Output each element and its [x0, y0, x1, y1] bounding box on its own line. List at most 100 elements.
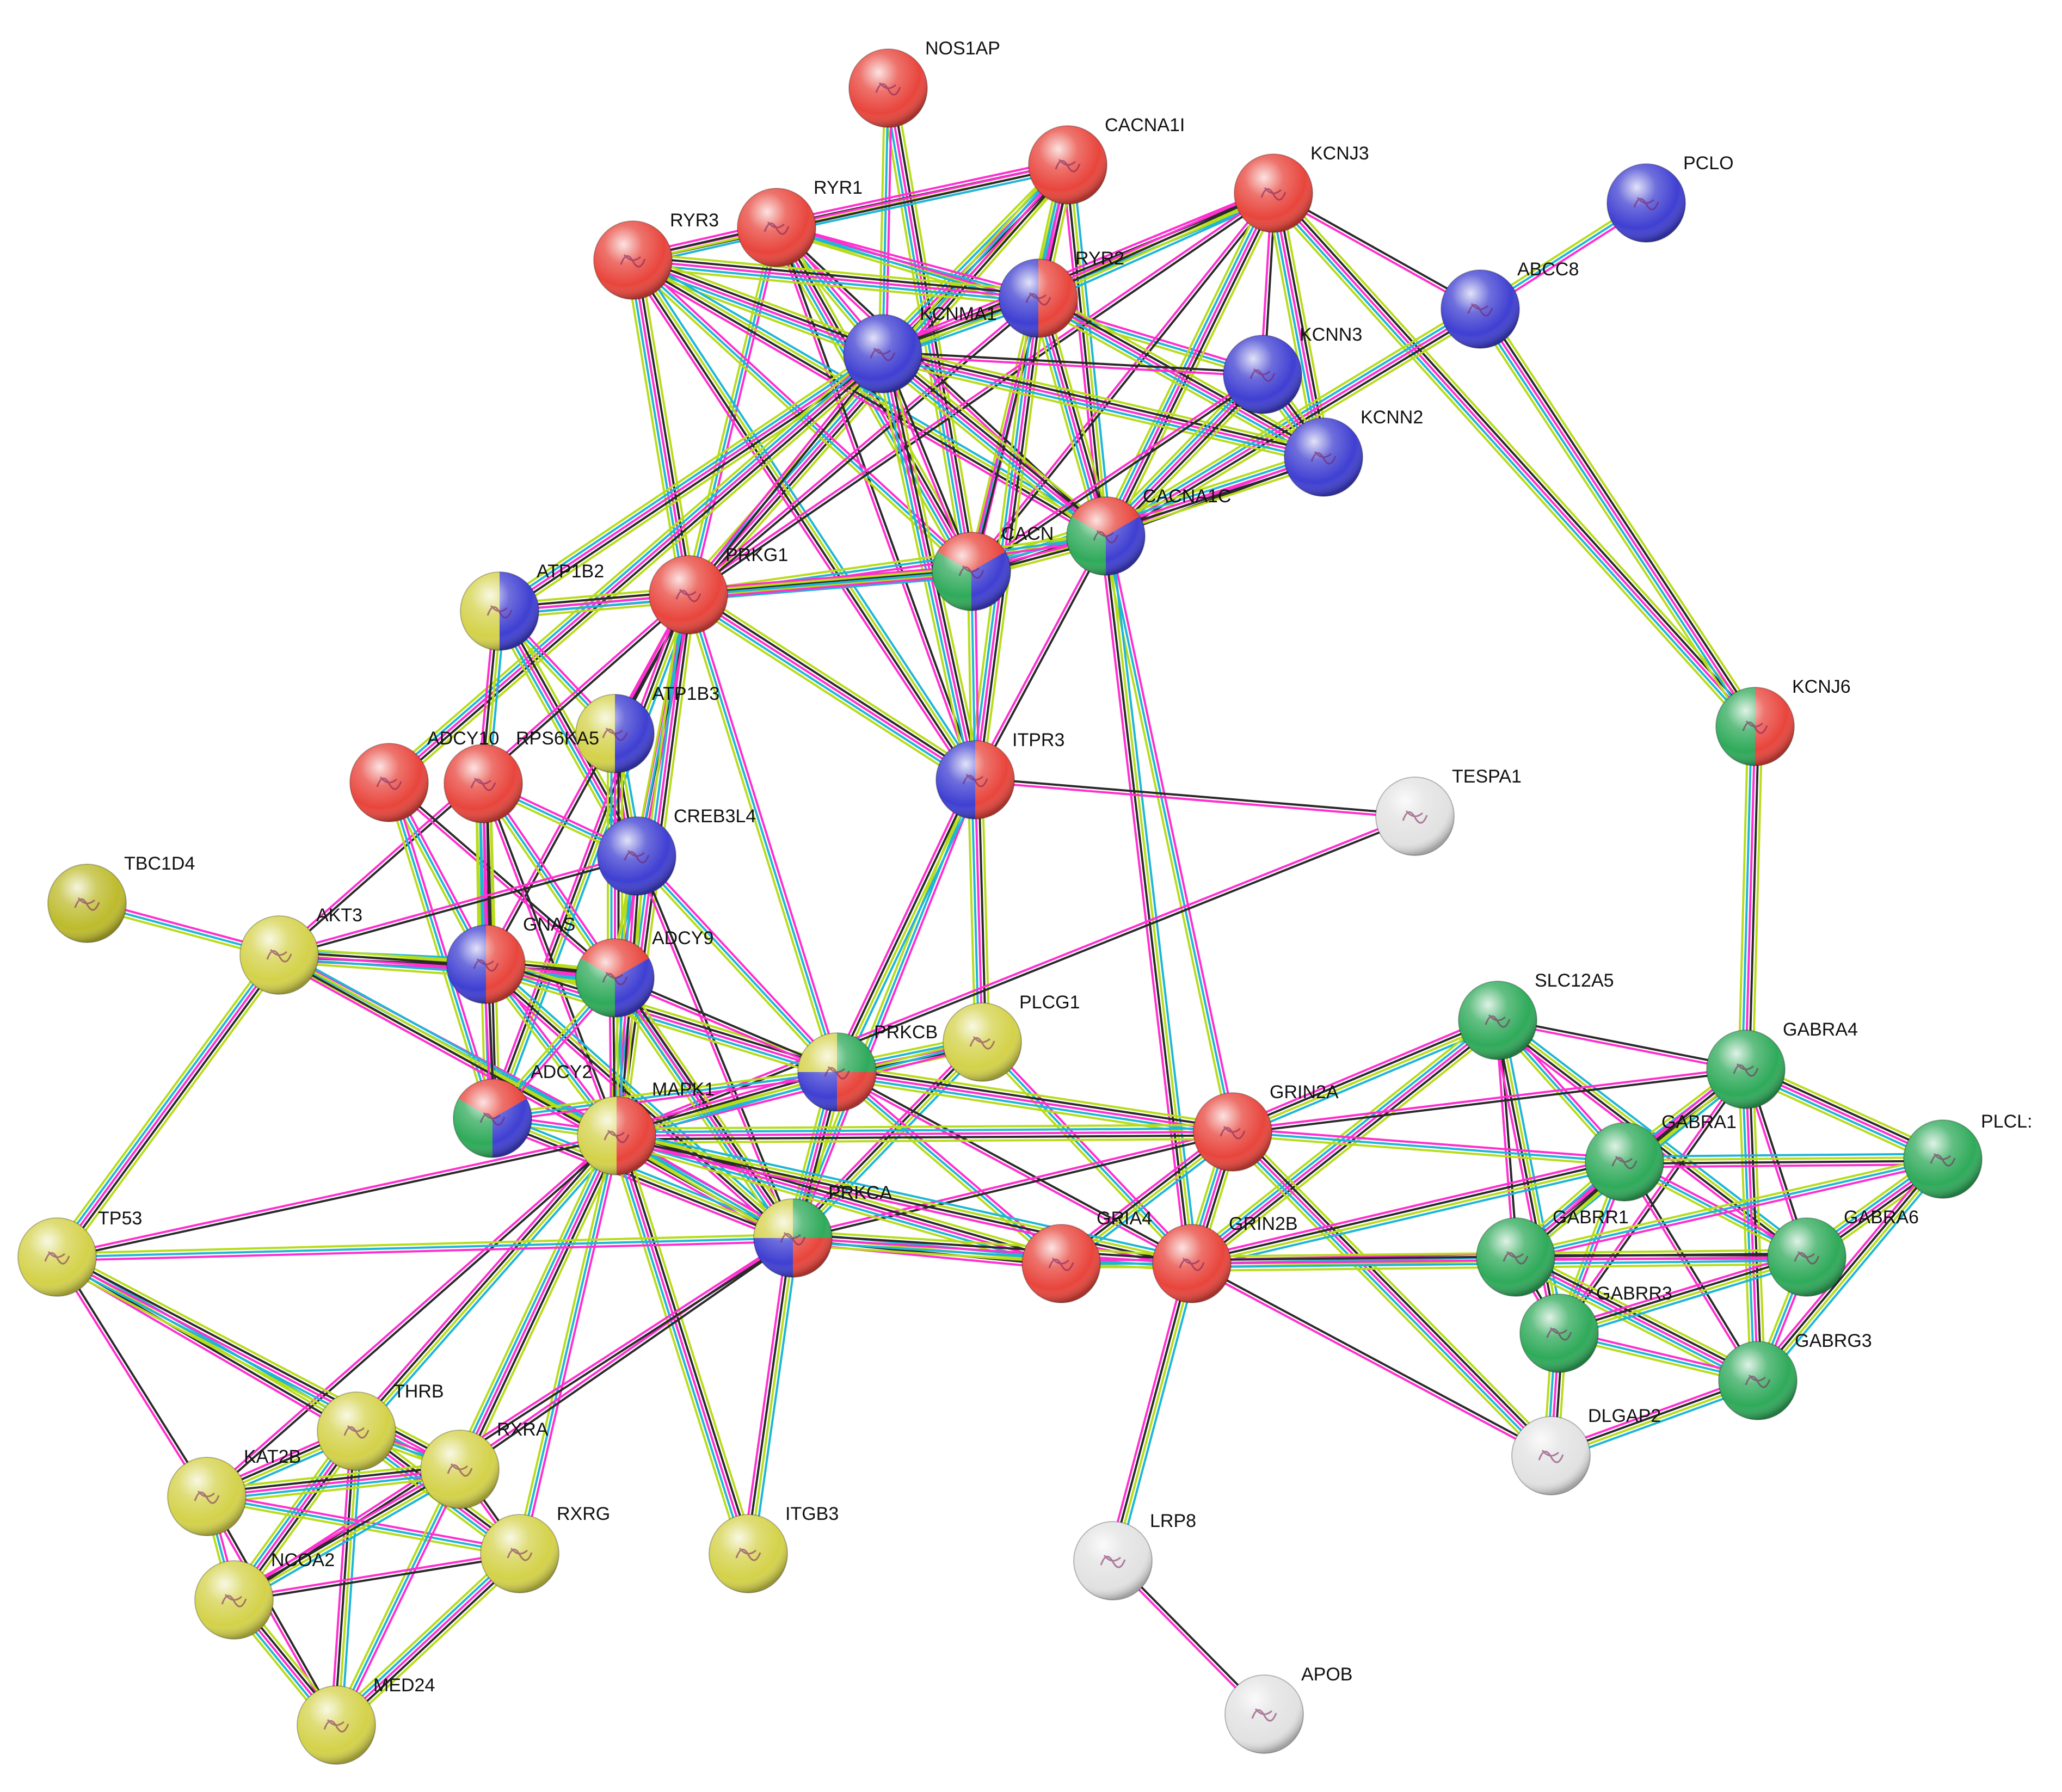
node-gria4[interactable]: GRIA4	[1021, 1208, 1152, 1303]
edge-strand	[1557, 1251, 1806, 1329]
node-rps6ka5[interactable]: RPS6KA5	[444, 728, 599, 823]
node-kcnn3[interactable]: KCNN3	[1223, 324, 1362, 414]
node-label: GRIN2A	[1270, 1082, 1339, 1103]
node-cacn[interactable]: CACN	[932, 524, 1054, 611]
edge-strand	[462, 1136, 621, 1471]
node-adcy9[interactable]: ADCY9	[575, 928, 713, 1018]
node-rxra[interactable]: RXRA	[420, 1419, 549, 1509]
protein-structure-icon	[824, 1066, 850, 1080]
edge-strand	[691, 588, 980, 775]
node-slc12a5[interactable]: SLC12A5	[1458, 970, 1614, 1060]
node-prkg1[interactable]: PRKG1	[649, 545, 788, 635]
edge-strand	[206, 1464, 460, 1494]
edge-strand	[688, 565, 971, 591]
node-tbc1d4[interactable]: TBC1D4	[47, 853, 195, 943]
node-med24[interactable]: MED24	[297, 1675, 435, 1765]
edge-strand	[1105, 535, 1234, 1132]
edge-AKT3-TP53	[50, 950, 286, 1262]
node-grin2b[interactable]: GRIN2B	[1152, 1214, 1298, 1303]
node-plcg1[interactable]: PLCG1	[943, 992, 1080, 1082]
node-gabra1[interactable]: GABRA1	[1585, 1112, 1737, 1202]
edge-strand	[1497, 1021, 1746, 1073]
edge-strand	[53, 1262, 457, 1477]
protein-structure-icon	[1055, 159, 1081, 173]
edge-strand	[633, 258, 978, 780]
protein-structure-icon	[376, 777, 402, 790]
node-gabrr3[interactable]: GABRR3	[1519, 1283, 1672, 1373]
node-dlgap2[interactable]: DLGAP2	[1511, 1406, 1661, 1495]
node-kcnj3[interactable]: KCNJ3	[1234, 143, 1369, 233]
edge-strand	[617, 1134, 1233, 1141]
node-prkcb[interactable]: PRKCB	[797, 1022, 938, 1112]
node-itgb3[interactable]: ITGB3	[709, 1504, 839, 1593]
edge-strand	[335, 1553, 521, 1726]
edge-strand	[633, 252, 1039, 293]
node-kcnj6[interactable]: KCNJ6	[1715, 676, 1851, 766]
node-thrb[interactable]: THRB	[317, 1381, 444, 1471]
edge-strand	[504, 607, 644, 853]
node-prkca[interactable]: PRKCA	[753, 1183, 892, 1278]
edge-strand	[1230, 1014, 1496, 1128]
edge-strand	[630, 260, 975, 781]
node-abcc8[interactable]: ABCC8	[1441, 259, 1579, 349]
node-ryr3[interactable]: RYR3	[593, 210, 719, 300]
node-kcnma1[interactable]: KCNMA1	[843, 304, 997, 393]
protein-structure-icon	[1467, 303, 1493, 317]
edge-strand	[56, 954, 280, 1258]
edge-PRKCB-GRIN2B	[835, 1069, 1193, 1266]
edge-strand	[1745, 726, 1756, 1070]
edge-PRKCA-RXRA	[458, 1235, 795, 1472]
node-atp1b3[interactable]: ATP1B3	[575, 683, 719, 773]
node-itpr3[interactable]: ITPR3	[935, 730, 1064, 820]
edge-strand	[880, 187, 1272, 350]
edge-PRKCA-ITGB3	[742, 1237, 799, 1555]
node-grin2a[interactable]: GRIN2A	[1193, 1082, 1339, 1172]
node-ncoa2[interactable]: NCOA2	[194, 1550, 335, 1640]
node-ryr1[interactable]: RYR1	[737, 177, 863, 267]
protein-structure-icon	[602, 972, 628, 986]
node-gnas[interactable]: GNAS	[446, 914, 575, 1004]
edge-PLCL1-GABRG3	[1752, 1155, 1948, 1385]
node-kat2b[interactable]: KAT2B	[167, 1446, 301, 1536]
node-rxrg[interactable]: RXRG	[480, 1504, 610, 1593]
node-plcl1[interactable]: PLCL:	[1903, 1111, 2033, 1199]
edge-strand	[616, 1124, 1233, 1130]
edge-strand	[1233, 1127, 1625, 1160]
node-kcnn2[interactable]: KCNN2	[1284, 407, 1423, 497]
edge-strand	[630, 266, 881, 362]
protein-structure-icon	[1503, 1251, 1529, 1265]
node-mapk1[interactable]: MAPK1	[577, 1079, 715, 1175]
node-tespa1[interactable]: TESPA1	[1375, 766, 1522, 856]
edge-strand	[279, 957, 615, 983]
node-label: CREB3L4	[674, 806, 756, 827]
node-atp1b2[interactable]: ATP1B2	[460, 561, 604, 651]
edge-strand	[1232, 1066, 1746, 1131]
edge-strand	[1190, 1155, 1624, 1260]
node-ryr2[interactable]: RYR2	[999, 248, 1124, 338]
edge-strand	[971, 193, 1276, 574]
edge-PRKG1-GNAS	[483, 593, 691, 966]
node-tp53[interactable]: TP53	[17, 1208, 142, 1297]
edge-strand	[616, 1127, 1233, 1134]
node-cacna1i[interactable]: CACNA1I	[1028, 115, 1185, 205]
node-creb3l4[interactable]: CREB3L4	[597, 806, 756, 896]
node-cacna1c[interactable]: CACNA1C	[1066, 486, 1231, 576]
node-lrp8[interactable]: LRP8	[1073, 1511, 1196, 1600]
node-gabrg3[interactable]: GABRG3	[1718, 1331, 1872, 1420]
node-adcy10[interactable]: ADCY10	[349, 728, 499, 822]
edge-strand	[614, 1141, 1060, 1272]
edge-strand	[60, 1249, 464, 1464]
node-akt3[interactable]: AKT3	[239, 905, 362, 995]
node-pclo[interactable]: PCLO	[1606, 153, 1734, 243]
edge-strand	[1473, 312, 1750, 731]
node-adcy2[interactable]: ADCY2	[453, 1062, 592, 1158]
edge-KCNJ3-ABCC8	[1272, 190, 1482, 312]
node-nos1ap[interactable]: NOS1AP	[848, 38, 1000, 128]
node-apob[interactable]: APOB	[1224, 1664, 1352, 1754]
node-gabra6[interactable]: GABRA6	[1767, 1207, 1919, 1297]
node-gabra4[interactable]: GABRA4	[1706, 1019, 1858, 1109]
node-gabrr1[interactable]: GABRR1	[1476, 1207, 1629, 1297]
node-label: AKT3	[316, 905, 362, 926]
edge-strand	[459, 1135, 618, 1470]
edge-CACNA1C-ITPR3	[972, 534, 1109, 781]
